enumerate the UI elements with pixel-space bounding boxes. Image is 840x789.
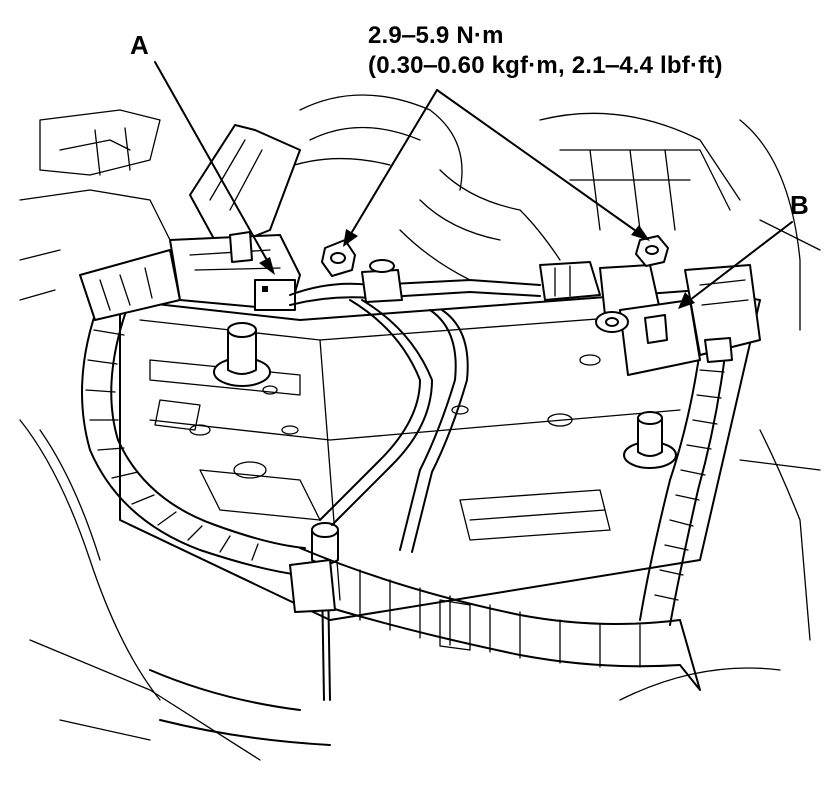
callout-label-b: B	[790, 190, 809, 220]
nut-left	[321, 239, 356, 277]
negative-terminal-a	[79, 124, 301, 321]
leader-lines	[154, 61, 793, 309]
ground-wire	[319, 299, 469, 553]
torque-spec-conversions: (0.30‒0.60 kgf·m, 2.1‒4.4 lbf·ft)	[368, 52, 723, 79]
battery-tray	[119, 289, 761, 621]
left-cable	[81, 299, 306, 576]
nut-right	[635, 235, 669, 267]
callout-label-a: A	[130, 30, 149, 60]
stud-left	[213, 322, 271, 387]
right-cable	[639, 349, 726, 626]
positive-terminal-b	[595, 264, 761, 376]
background-structure	[19, 94, 821, 761]
terminal-cable	[289, 259, 661, 316]
stud-right	[623, 411, 677, 469]
bottom-harness	[149, 547, 701, 746]
torque-spec-metric: 2.9‒5.9 N·m	[368, 22, 504, 49]
